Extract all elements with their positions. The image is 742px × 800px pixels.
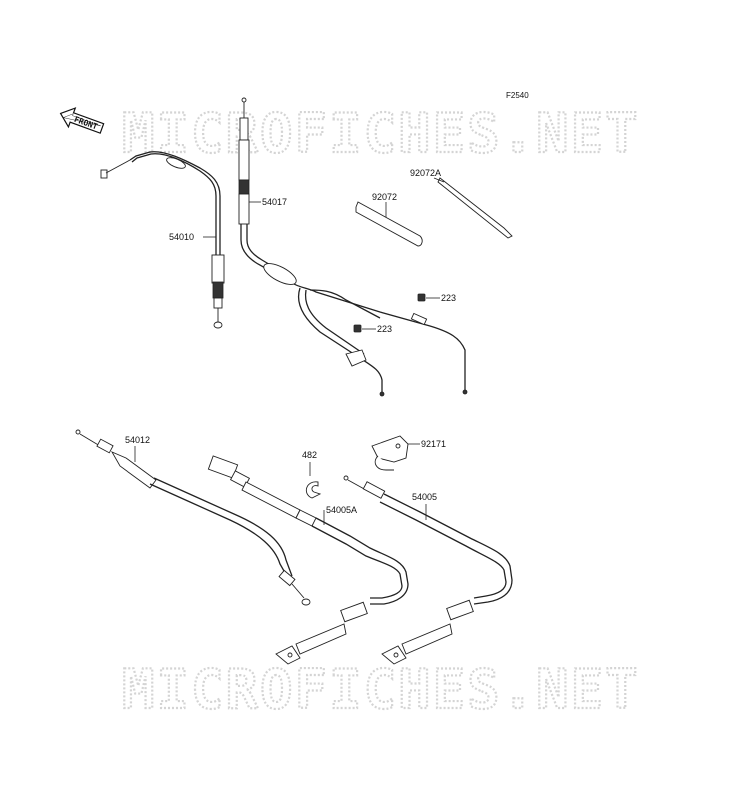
circlip-482 [305, 462, 322, 499]
part-label-54012: 54012 [125, 435, 150, 445]
part-label-223-upper: 223 [441, 293, 456, 303]
part-label-92171: 92171 [421, 439, 446, 449]
part-label-92072: 92072 [372, 192, 397, 202]
tie-92072A [433, 177, 513, 239]
clamp-223-upper [417, 293, 440, 302]
cable-54010 [100, 151, 225, 329]
part-label-54010: 54010 [169, 232, 194, 242]
cable-54012 [75, 429, 311, 606]
front-arrow-icon: FRONT [59, 107, 105, 134]
part-label-54017: 54017 [262, 197, 287, 207]
watermark-bottom: MICROFICHES.NET [122, 658, 640, 721]
part-label-482: 482 [302, 450, 317, 460]
cable-54005A [207, 455, 409, 665]
part-label-92072A: 92072A [410, 168, 441, 178]
part-label-54005: 54005 [412, 492, 437, 502]
clamp-223-lower [353, 324, 376, 333]
band-92072 [355, 201, 423, 247]
part-label-54005A: 54005A [326, 505, 357, 515]
part-label-223-lower: 223 [377, 324, 392, 334]
bracket-92171 [371, 435, 420, 471]
watermark-top: MICROFICHES.NET [122, 102, 640, 165]
cable-54005 [343, 475, 513, 665]
cable-54017 [238, 97, 468, 397]
figure-code: F2540 [506, 91, 529, 100]
